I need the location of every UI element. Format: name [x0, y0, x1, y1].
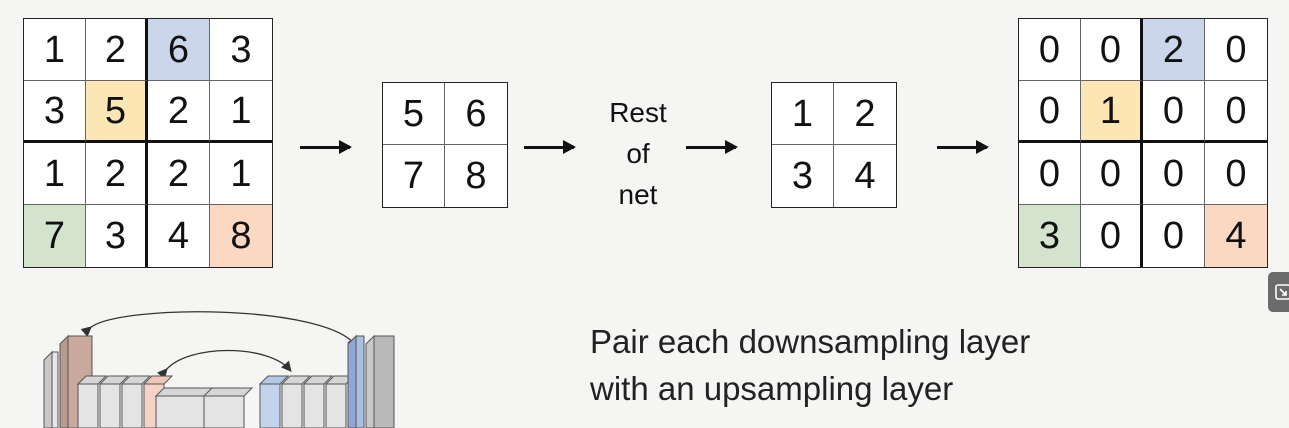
grid-cell: 0 — [1019, 81, 1081, 143]
expand-icon — [1275, 284, 1289, 300]
grid-cell: 4 — [1205, 205, 1267, 267]
grid-cell: 2 — [86, 143, 148, 205]
grid-cell: 6 — [148, 19, 210, 81]
grid-cell: 7 — [383, 145, 445, 207]
grid-cell: 1 — [210, 81, 272, 143]
caption-line-1: Pair each downsampling layer — [590, 323, 1031, 360]
grid-cell: 7 — [24, 205, 86, 267]
grid-cell: 0 — [1019, 19, 1081, 81]
arrow-right-icon — [686, 140, 738, 154]
grid-cell: 2 — [148, 143, 210, 205]
caption: Pair each downsampling layer with an ups… — [590, 318, 1030, 412]
grid-cell: 1 — [1081, 81, 1143, 143]
expand-button[interactable] — [1268, 272, 1289, 312]
grid-cell: 5 — [383, 83, 445, 145]
grid-cell: 3 — [86, 205, 148, 267]
grid-cell: 0 — [1081, 19, 1143, 81]
grid-cell: 3 — [24, 81, 86, 143]
grid-cell: 2 — [148, 81, 210, 143]
grid-cell: 6 — [445, 83, 507, 145]
grid-cell: 5 — [86, 81, 148, 143]
grid-cell: 0 — [1019, 143, 1081, 205]
arrow-right-icon — [937, 140, 989, 154]
rest-of-net-line: of — [626, 138, 650, 169]
grid-cell: 0 — [1205, 143, 1267, 205]
grid-cell: 0 — [1205, 81, 1267, 143]
grid-cell: 0 — [1143, 205, 1205, 267]
grid-cell: 0 — [1081, 143, 1143, 205]
rest-of-net-label: Rest of net — [592, 92, 684, 215]
caption-line-2: with an upsampling layer — [590, 370, 954, 407]
rest-of-net-line: net — [618, 179, 658, 210]
grid-cell: 8 — [465, 155, 487, 197]
grid-cell: 3 — [772, 145, 834, 207]
arrow-right-icon — [300, 140, 352, 154]
grid-cell: 8 — [210, 205, 272, 267]
rest-of-net-line: Rest — [609, 97, 667, 128]
grid-cell: 1 — [24, 19, 86, 81]
grid-cell: 4 — [148, 205, 210, 267]
arrow-right-icon — [524, 140, 576, 154]
grid-cell: 2 — [834, 83, 896, 145]
grid-cell: 1 — [24, 143, 86, 205]
grid-cell: 1 — [210, 143, 272, 205]
unet-diagram-icon — [43, 311, 395, 428]
grid-cell: 2 — [86, 19, 148, 81]
grid-cell: 0 — [1081, 205, 1143, 267]
grid-cell: 3 — [210, 19, 272, 81]
grid-cell: 3 — [1019, 205, 1081, 267]
grid-cell: 2 — [1143, 19, 1205, 81]
grid-cell: 0 — [1143, 143, 1205, 205]
grid-cell: 0 — [1205, 19, 1267, 81]
grid-cell: 0 — [1143, 81, 1205, 143]
grid-cell: 1 — [772, 83, 834, 145]
grid-cell: 4 — [854, 155, 876, 197]
